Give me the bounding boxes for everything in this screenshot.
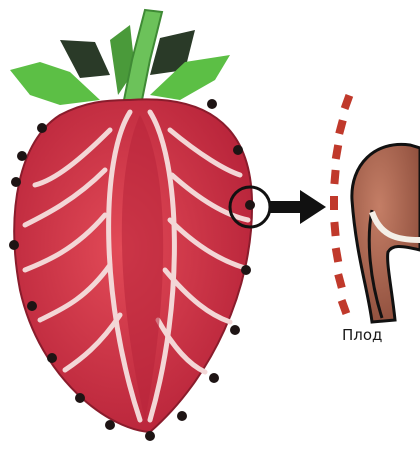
magnified-achene [352, 144, 420, 322]
arrow-icon [270, 190, 326, 224]
sepals [10, 25, 230, 105]
receptacle-edge [330, 94, 353, 315]
fruit-label: Плод [342, 326, 382, 344]
